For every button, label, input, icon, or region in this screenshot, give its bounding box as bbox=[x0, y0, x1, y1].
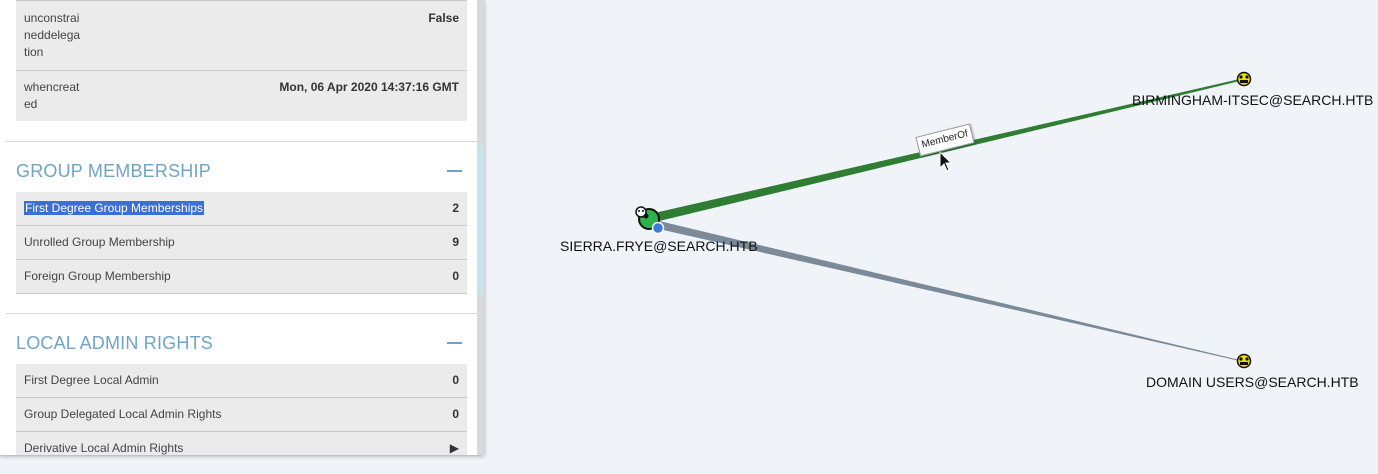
owned-badge-icon bbox=[651, 221, 665, 235]
property-row-unconstraineddelegation: unconstrai neddelega tion False bbox=[16, 0, 467, 71]
collapse-group-membership-icon[interactable] bbox=[447, 170, 462, 172]
property-key: whencreat ed bbox=[24, 79, 79, 113]
row-label-text: First Degree Group Memberships bbox=[24, 201, 205, 215]
node-sierra-frye[interactable] bbox=[635, 206, 665, 235]
skull-icon-eye bbox=[638, 210, 640, 212]
row-foreign-group-membership[interactable]: Foreign Group Membership 0 bbox=[16, 260, 467, 294]
row-label: First Degree Local Admin bbox=[24, 373, 159, 387]
row-first-degree-group-memberships[interactable]: First Degree Group Memberships 2 bbox=[16, 192, 467, 226]
group-icon-person bbox=[1239, 75, 1243, 79]
node-properties-section: unconstrai neddelega tion False whencrea… bbox=[0, 0, 477, 141]
panel-scrollbar-thumb[interactable] bbox=[477, 145, 484, 295]
group-icon-person bbox=[1245, 357, 1249, 361]
section-divider bbox=[6, 141, 477, 142]
row-count: 0 bbox=[452, 407, 459, 421]
group-icon bbox=[1236, 71, 1252, 87]
group-icon-bodies bbox=[1240, 362, 1248, 365]
node-info-panel: unconstrai neddelega tion False whencrea… bbox=[0, 0, 484, 455]
row-count: 9 bbox=[452, 235, 459, 249]
edge-memberof-domain-users[interactable] bbox=[650, 219, 1244, 362]
edge-memberof-birmingham[interactable] bbox=[650, 78, 1244, 223]
row-label: Group Delegated Local Admin Rights bbox=[24, 407, 222, 421]
group-icon-bodies bbox=[1240, 80, 1248, 83]
skull-icon-eye bbox=[642, 210, 644, 212]
group-membership-table: First Degree Group Memberships 2 Unrolle… bbox=[16, 192, 467, 294]
section-divider bbox=[6, 313, 477, 314]
group-icon-person bbox=[1245, 75, 1249, 79]
row-first-degree-local-admin[interactable]: First Degree Local Admin 0 bbox=[16, 364, 467, 398]
row-label: Unrolled Group Membership bbox=[24, 235, 175, 249]
property-value: Mon, 06 Apr 2020 14:37:16 GMT bbox=[279, 80, 459, 94]
group-membership-title[interactable]: GROUP MEMBERSHIP bbox=[16, 161, 211, 181]
group-icon-person bbox=[1239, 357, 1243, 361]
row-count: 0 bbox=[452, 269, 459, 283]
panel-content: unconstrai neddelega tion False whencrea… bbox=[0, 0, 477, 455]
property-key-line: ed bbox=[24, 97, 38, 111]
properties-table: unconstrai neddelega tion False whencrea… bbox=[16, 0, 467, 121]
property-key-line: unconstrai bbox=[24, 11, 80, 25]
property-row-whencreated: whencreat ed Mon, 06 Apr 2020 14:37:16 G… bbox=[16, 71, 467, 121]
row-derivative-local-admin[interactable]: Derivative Local Admin Rights ▶ bbox=[16, 432, 467, 455]
node-birmingham-itsec[interactable] bbox=[1236, 71, 1252, 87]
skull-icon bbox=[635, 206, 647, 218]
row-unrolled-group-membership[interactable]: Unrolled Group Membership 9 bbox=[16, 226, 467, 260]
group-icon bbox=[1236, 353, 1252, 369]
row-count: 2 bbox=[452, 201, 459, 215]
property-key-line: whencreat bbox=[24, 80, 80, 94]
expand-arrow-icon[interactable]: ▶ bbox=[449, 441, 459, 455]
property-key-line: tion bbox=[24, 45, 44, 59]
property-value: False bbox=[428, 11, 459, 25]
mouse-cursor-icon bbox=[939, 150, 953, 172]
local-admin-table: First Degree Local Admin 0 Group Delegat… bbox=[16, 364, 467, 455]
local-admin-rights-title[interactable]: LOCAL ADMIN RIGHTS bbox=[16, 333, 213, 353]
row-label: First Degree Group Memberships bbox=[24, 200, 205, 217]
row-count: 0 bbox=[452, 373, 459, 387]
collapse-local-admin-icon[interactable] bbox=[447, 342, 462, 344]
property-key-line: neddelega bbox=[24, 28, 81, 42]
node-domain-users[interactable] bbox=[1236, 353, 1252, 369]
row-group-delegated-local-admin[interactable]: Group Delegated Local Admin Rights 0 bbox=[16, 398, 467, 432]
row-label: Derivative Local Admin Rights bbox=[24, 441, 184, 455]
node-label-domain-users[interactable]: DOMAIN USERS@SEARCH.HTB bbox=[1146, 374, 1359, 390]
node-label-birmingham-itsec[interactable]: BIRMINGHAM-ITSEC@SEARCH.HTB bbox=[1132, 92, 1374, 108]
property-key: unconstrai neddelega tion bbox=[24, 10, 80, 61]
node-label-sierra-frye[interactable]: SIERRA.FRYE@SEARCH.HTB bbox=[560, 238, 758, 254]
row-label: Foreign Group Membership bbox=[24, 269, 171, 283]
